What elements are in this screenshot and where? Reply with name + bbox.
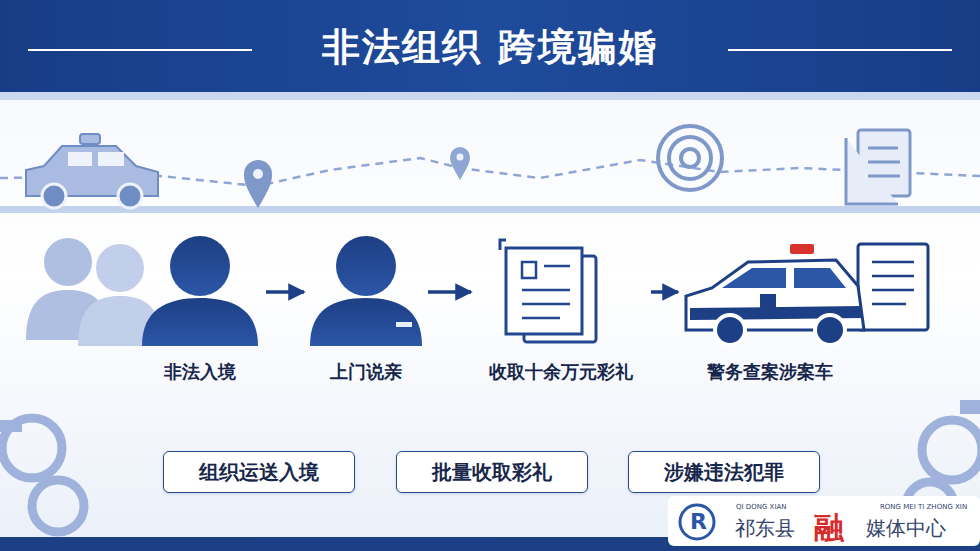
- step-node: 非法入境: [140, 232, 260, 384]
- summary-box: 组织运送入境: [163, 451, 355, 493]
- node-label: 组织运送入境: [199, 459, 319, 486]
- node-label: 涉嫌违法犯罪: [664, 459, 784, 486]
- node-label: 收取十余万元彩礼: [489, 360, 633, 384]
- node-label: 警务查案涉案车: [707, 360, 833, 384]
- node-label: 批量收取彩礼: [432, 459, 552, 486]
- watermark-text: 祁东县: [735, 515, 795, 542]
- node-label: 上门说亲: [330, 360, 402, 384]
- logo-letter: R: [690, 509, 707, 534]
- watermark-text: RONG MEI TI ZHONG XIN: [880, 503, 967, 511]
- summary-box: 批量收取彩礼: [396, 451, 588, 493]
- watermark-logo: 融: [814, 508, 844, 549]
- step-node: 警务查案涉案车: [684, 232, 856, 384]
- step-node: 上门说亲: [310, 232, 422, 384]
- title: 非法组织 跨境骗婚: [0, 22, 980, 73]
- flow-arrow: [428, 290, 471, 294]
- watermark-text: 媒体中心: [866, 515, 946, 542]
- node-label: 非法入境: [164, 360, 236, 384]
- summary-box: 涉嫌违法犯罪: [628, 451, 820, 493]
- flow-arrow: [266, 290, 304, 294]
- step-node: 收取十余万元彩礼: [477, 232, 645, 384]
- flow-arrow: [651, 290, 678, 294]
- watermark-text: QI DONG XIAN: [736, 503, 786, 511]
